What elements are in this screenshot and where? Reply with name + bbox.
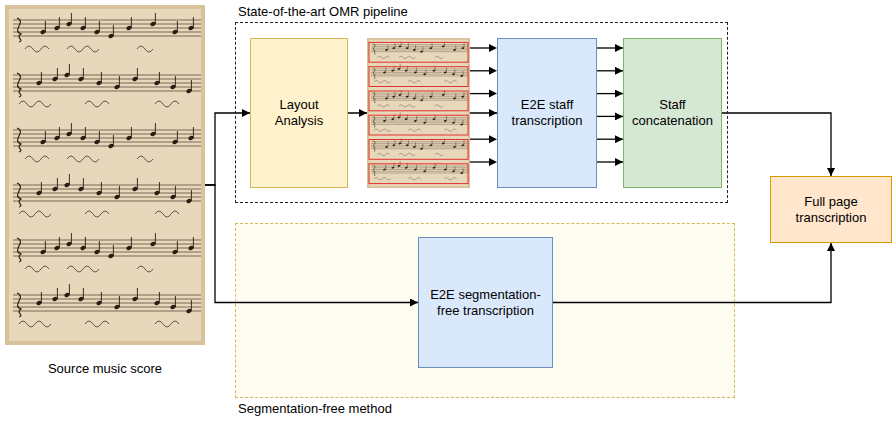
node-label: Layout Analysis <box>255 97 343 128</box>
node-label: State-of-the-art OMR pipeline <box>238 4 408 20</box>
artwork-part <box>359 109 367 117</box>
process-box: E2E segmentation-free transcription <box>418 237 553 368</box>
artwork-part <box>369 42 468 62</box>
node-label: E2E segmentation-free transcription <box>423 287 548 318</box>
output-box: Full page transcription <box>770 176 892 243</box>
process-box: Staff concatenation <box>623 38 722 188</box>
artwork-part <box>470 93 490 94</box>
staff-arrows <box>359 44 497 166</box>
connector-arrow <box>597 93 623 94</box>
method-region: Segmentation-free methodE2E segmentation… <box>235 223 735 398</box>
connector-arrow <box>597 47 623 48</box>
artwork-part <box>367 38 470 188</box>
artwork-part <box>369 67 468 87</box>
artwork-part <box>369 91 468 111</box>
region-fill <box>235 223 735 398</box>
node-label: E2E staff transcription <box>502 97 592 128</box>
artwork-part <box>470 139 490 140</box>
pipeline-region: State-of-the-art OMR pipelineLayout Anal… <box>235 22 728 203</box>
connector-arrow <box>722 113 831 176</box>
artwork-part <box>369 164 468 184</box>
artwork-part <box>489 44 497 52</box>
connector-arrow <box>597 161 623 162</box>
process-box: Layout Analysis <box>250 38 348 188</box>
artwork-part <box>369 42 468 183</box>
node-label: Staff concatenation <box>628 97 717 128</box>
artwork-part <box>369 140 468 160</box>
connector-arrow <box>205 113 250 185</box>
connector-arrow <box>597 139 623 140</box>
node-label: Full page transcription <box>775 194 887 225</box>
connector-arrow <box>553 243 831 303</box>
node-label: Segmentation-free method <box>238 401 392 417</box>
process-box: E2E staff transcription <box>497 38 597 188</box>
artwork-part <box>489 158 497 166</box>
artwork-part <box>489 135 497 143</box>
artwork-part <box>369 115 468 135</box>
score-caption-node: Source music score <box>5 5 205 377</box>
connector-arrow <box>597 116 623 117</box>
artwork-part <box>470 47 490 48</box>
artwork-part <box>470 161 490 162</box>
artwork-part <box>470 70 490 71</box>
connector-arrow <box>597 70 623 71</box>
segmented-thumbnail <box>367 38 470 188</box>
node-label: Source music score <box>48 361 162 377</box>
artwork-part <box>489 90 497 98</box>
source-score-image <box>5 5 205 345</box>
artwork-part <box>489 67 497 75</box>
